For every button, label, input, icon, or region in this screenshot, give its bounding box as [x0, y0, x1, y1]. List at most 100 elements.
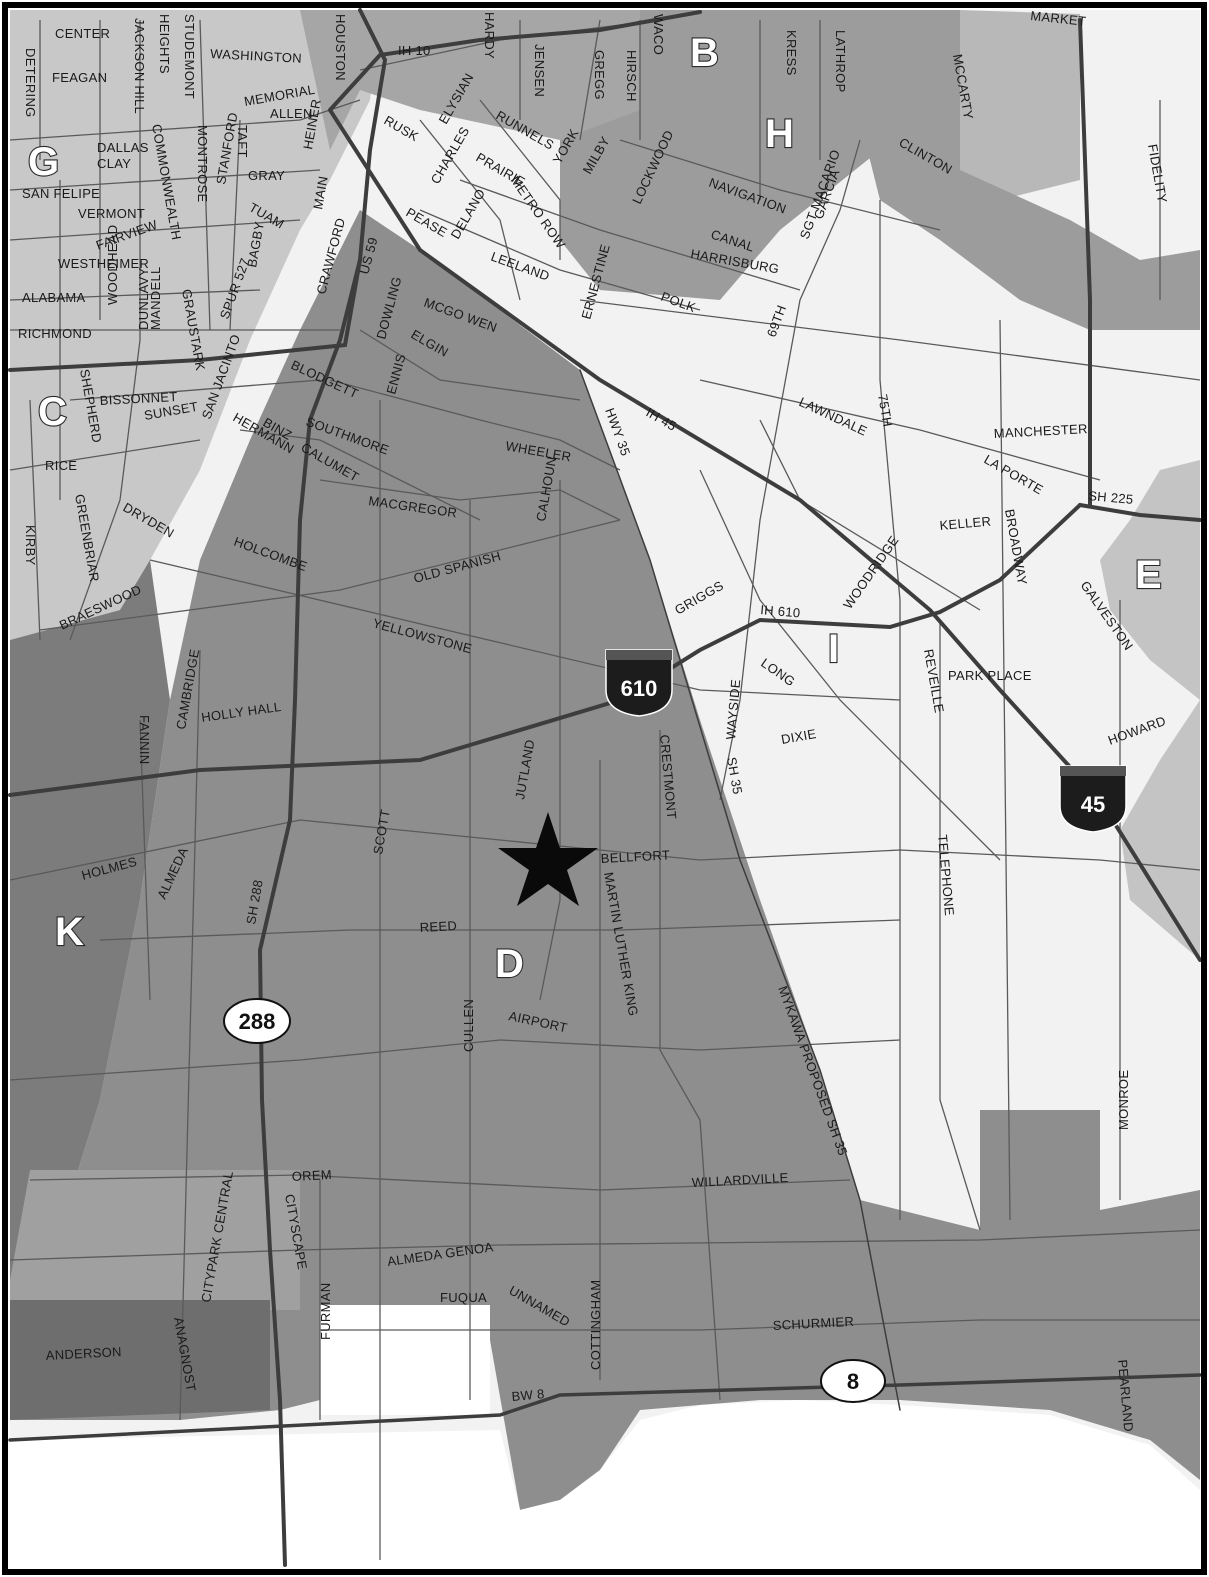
road-label-pearland: PEARLAND [1115, 1359, 1136, 1433]
road-label-bellfort: BELLFORT [600, 847, 670, 866]
road-label-hirsch: HIRSCH [624, 50, 639, 102]
road-label-anderson: ANDERSON [45, 1344, 122, 1363]
district-k-fill [10, 560, 170, 1300]
road-label-gregg: GREGG [592, 50, 607, 100]
road-label-vermont: VERMONT [78, 206, 145, 221]
road-label-san-felipe: SAN FELIPE [22, 186, 100, 201]
road-label-crestmont: CRESTMONT [657, 734, 679, 820]
road-label-hardy: HARDY [482, 12, 497, 59]
road-label-feagan: FEAGAN [52, 70, 107, 85]
road-label-studemont: STUDEMONT [182, 14, 197, 99]
road-label-bw8: BW 8 [511, 1386, 545, 1404]
district-g-fill [10, 10, 380, 640]
road-label-mandell: MANDELL [148, 266, 163, 330]
road-label-park-place: PARK PLACE [948, 668, 1032, 683]
district-e2-fill [1120, 700, 1200, 960]
district-letter-g: G [28, 140, 59, 184]
road-label-jensen: JENSEN [532, 44, 547, 97]
minor-roads [9, 19, 1201, 1560]
interstate-45-shield: 45 [1059, 765, 1127, 833]
hwy-610 [8, 503, 1082, 797]
road-label-ih10: IH 10 [398, 43, 431, 58]
road-label-deters: DETERING [23, 48, 38, 118]
hwy-sh225 [1078, 503, 1202, 522]
district-areas [10, 10, 1200, 1565]
road-label-woodhead: WOODHEAD [105, 225, 120, 305]
district-mid-east-fill [960, 10, 1080, 200]
road-label-sh225: SH 225 [1088, 488, 1134, 507]
shield-8-label: 8 [847, 1369, 859, 1394]
hwy-ih610-west [8, 258, 362, 372]
road-label-fuqua: FUQUA [440, 1290, 487, 1305]
road-label-main: MAIN [310, 175, 331, 211]
sh288-shield: 288 [223, 998, 291, 1044]
road-label-heights: HEIGHTS [157, 14, 172, 74]
road-label-rice: RICE [45, 458, 77, 473]
district-e-fill [1100, 460, 1200, 700]
shield-45-label: 45 [1081, 792, 1105, 817]
road-label-bissonnet: BISSONNET [99, 389, 178, 408]
road-label-clay: CLAY [97, 156, 131, 171]
road-label-cullen: CULLEN [461, 999, 476, 1052]
road-label-th75: 75TH [875, 393, 896, 428]
hwy-i45north [1078, 18, 1092, 507]
road-label-schurmier: SCHURMIER [772, 1314, 854, 1333]
road-label-lathrop: LATHROP [833, 30, 848, 93]
road-label-cottingham: COTTINGHAM [588, 1280, 603, 1370]
shield-610-label: 610 [621, 676, 658, 701]
road-label-dallas: DALLAS [97, 140, 149, 155]
road-label-fannin: FANNIN [137, 715, 152, 764]
road-label-dunlavy: DUNLAVY [136, 267, 151, 330]
road-label-market: MARKET [1030, 8, 1087, 29]
road-label-reed: REED [419, 918, 457, 935]
hwy-ih10 [328, 10, 702, 112]
road-label-orem: OREM [291, 1167, 332, 1184]
road-label-jackson-hill: JACKSON HILL [132, 18, 147, 114]
road-label-montrose: MONTROSE [195, 125, 210, 203]
road-label-kress: KRESS [784, 30, 799, 76]
bottom-white [10, 1400, 1200, 1565]
road-label-alabama: ALABAMA [22, 290, 86, 305]
road-label-taft: TAFT [235, 125, 250, 158]
road-label-monroe: MONROE [1116, 1070, 1131, 1130]
road-label-center: CENTER [55, 26, 110, 41]
road-label-ih610: IH 610 [760, 602, 801, 620]
white-cutout [320, 1305, 490, 1415]
road-label-telephone: TELEPHONE [935, 834, 957, 916]
district-letters: B H G C E I K D [27, 30, 1163, 987]
road-label-washington: WASHINGTON [210, 46, 303, 66]
road-label-dixie: DIXIE [780, 726, 818, 747]
road-label-willardville: WILLARDVILLE [691, 1170, 788, 1190]
road-label-houston: HOUSTON [333, 14, 348, 81]
road-label-manchester: MANCHESTER [993, 421, 1088, 441]
road-label-westheimer: WESTHEIMER [58, 256, 149, 271]
district-letter-h: H [765, 112, 794, 156]
district-letter-c: C [38, 390, 67, 434]
district-letter-i: I [828, 627, 839, 671]
road-label-sh35: SH 35 [724, 756, 745, 796]
hwy-bw8 [8, 1373, 1202, 1442]
district-letter-e: E [1135, 553, 1162, 597]
district-sw-fill [10, 1170, 300, 1310]
shield-288-label: 288 [239, 1009, 276, 1034]
road-label-waco: WACO [651, 14, 666, 55]
district-letter-b: B [690, 31, 719, 75]
district-d-fill [10, 210, 1200, 1510]
road-label-wayside: WAYSIDE [723, 679, 743, 741]
road-label-keller: KELLER [939, 514, 992, 533]
highways [8, 8, 1202, 1567]
hwy-mykawa [579, 369, 901, 1411]
district-anderson-fill [10, 1300, 270, 1420]
district-letter-d: D [495, 942, 524, 986]
road-label-richmond: RICHMOND [18, 326, 92, 341]
road-label-kirby: KIRBY [23, 525, 38, 566]
road-label-allen: ALLEN [270, 106, 313, 121]
road-label-furman: FURMAN [318, 1283, 333, 1340]
road-label-gray: GRAY [248, 168, 285, 183]
district-letter-k: K [55, 910, 84, 954]
bw8-shield: 8 [820, 1359, 886, 1403]
star-icon [498, 812, 598, 906]
